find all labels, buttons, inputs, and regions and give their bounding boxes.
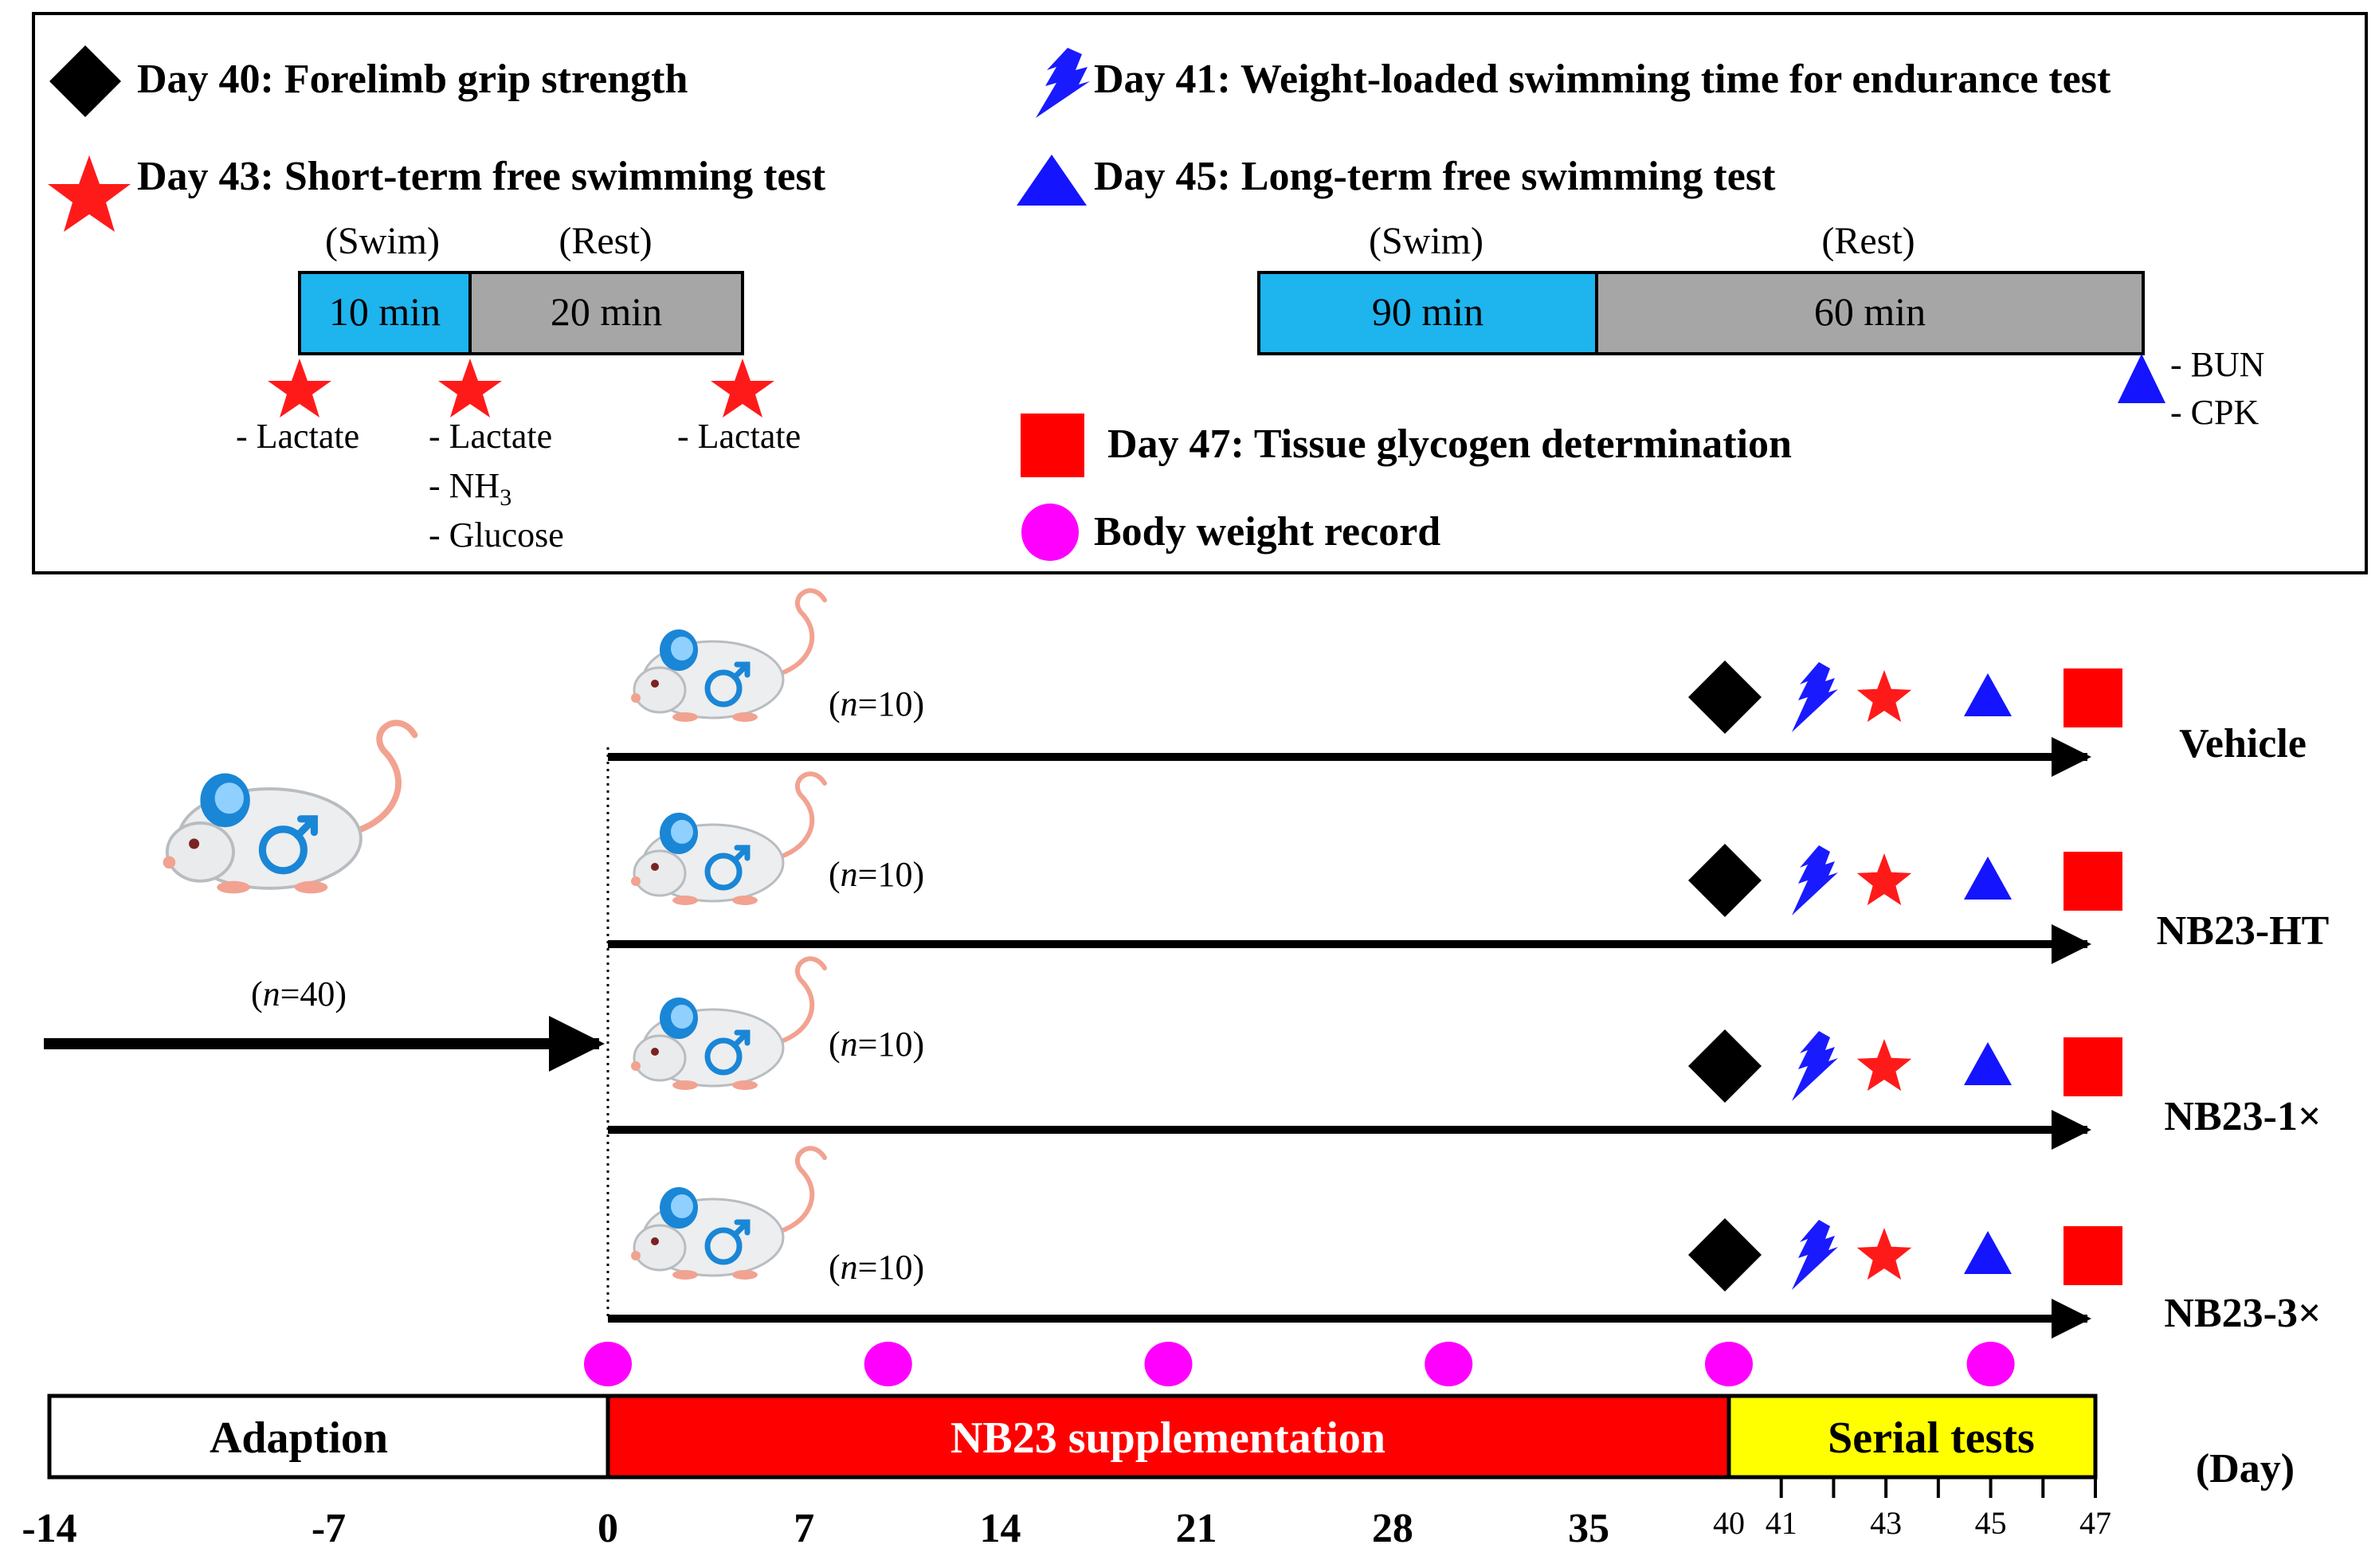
- lightning-icon: [1792, 1220, 1838, 1290]
- short-rest-segment: [468, 271, 744, 355]
- day-tick-label: 28: [1372, 1506, 1413, 1551]
- sample-mid-glucose: - Glucose: [429, 515, 564, 555]
- phase-supplementation-label: NB23 supplementation: [950, 1413, 1385, 1463]
- long-swim-header: (Swim): [1369, 220, 1483, 262]
- diamond-icon: [1688, 844, 1762, 917]
- short-rest-header: (Rest): [558, 220, 652, 262]
- legend-body-weight: Body weight record: [1094, 509, 1440, 555]
- square-icon: [2063, 1226, 2122, 1285]
- sample-mid-nh3: - NH3: [429, 466, 511, 511]
- group-label: NB23-HT: [2157, 908, 2330, 954]
- square-icon: [2063, 1037, 2122, 1096]
- mouse-initial-icon: [163, 723, 415, 893]
- sample-cpk: - CPK: [2170, 393, 2259, 432]
- star-icon: [48, 155, 131, 232]
- short-rest-label: 20 min: [551, 289, 662, 334]
- legend-day45: Day 45: Long-term free swimming test: [1094, 154, 1776, 199]
- day-tick-label: 0: [598, 1506, 618, 1551]
- day-tick-label: 41: [1766, 1505, 1797, 1541]
- phase-adaption-label: Adaption: [210, 1413, 388, 1463]
- triangle-icon: [1964, 1042, 2012, 1085]
- long-rest-header: (Rest): [1821, 220, 1915, 262]
- long-rest-label: 60 min: [1814, 289, 1926, 334]
- star-icon: [1856, 670, 1912, 723]
- day-unit-label: (Day): [2196, 1446, 2295, 1492]
- triangle-icon: [1964, 1231, 2012, 1274]
- legend-day47: Day 47: Tissue glycogen determination: [1107, 421, 1792, 467]
- short-swim-header: (Swim): [325, 220, 440, 262]
- lightning-icon: [1792, 1031, 1838, 1101]
- diamond-icon: [49, 45, 121, 117]
- day-tick-label: -14: [22, 1506, 76, 1551]
- day-tick-label: 14: [979, 1506, 1021, 1551]
- body-weight-circle: [1966, 1342, 2015, 1386]
- star-icon: [1856, 1228, 1912, 1280]
- mouse-icon: [631, 590, 825, 722]
- phase-serial-tests-label: Serial tests: [1828, 1413, 2035, 1463]
- triangle-icon: [1964, 857, 2012, 900]
- mouse-icon: [631, 774, 825, 905]
- initial-n: (n=40): [251, 974, 347, 1013]
- lightning-icon: [1792, 662, 1838, 732]
- star-icon: [438, 359, 502, 417]
- day-tick-label: 35: [1568, 1506, 1609, 1551]
- mouse-icon: [631, 1148, 825, 1280]
- group-n: (n=10): [829, 1248, 924, 1287]
- sample-mid-lactate: - Lactate: [429, 417, 552, 456]
- diamond-icon: [1688, 1029, 1762, 1103]
- group-label: NB23-1×: [2164, 1094, 2321, 1139]
- diamond-icon: [1688, 661, 1762, 734]
- sample-start-lactate: - Lactate: [236, 417, 359, 456]
- square-icon: [1021, 414, 1084, 477]
- star-icon: [1856, 1039, 1912, 1092]
- day-tick-label: 40: [1713, 1505, 1745, 1541]
- day-tick-label: 47: [2079, 1505, 2111, 1541]
- sample-end-lactate: - Lactate: [677, 417, 801, 456]
- day-tick-label: 43: [1870, 1505, 1902, 1541]
- lightning-icon: [1036, 48, 1090, 118]
- group-row: (n=10) NB23-3×: [608, 1148, 2322, 1339]
- group-label: NB23-3×: [2164, 1291, 2321, 1336]
- short-swim-label: 10 min: [329, 289, 441, 334]
- lightning-icon: [1792, 845, 1838, 915]
- body-weight-circle: [584, 1342, 632, 1386]
- mouse-icon: [631, 958, 825, 1090]
- group-row: (n=10) NB23-1×: [608, 958, 2322, 1150]
- day-tick-label: -7: [312, 1506, 346, 1551]
- sample-bun: - BUN: [2170, 345, 2265, 384]
- day-tick-label: 7: [794, 1506, 814, 1551]
- group-n: (n=10): [829, 684, 924, 723]
- triangle-icon: [2118, 354, 2165, 403]
- legend-day41: Day 41: Weight-loaded swimming time for …: [1094, 57, 2111, 102]
- group-n: (n=10): [829, 855, 924, 894]
- body-weight-circle: [1705, 1342, 1753, 1386]
- star-icon: [711, 359, 774, 417]
- circle-icon: [1021, 504, 1079, 561]
- triangle-icon: [1964, 673, 2012, 716]
- group-label: Vehicle: [2179, 721, 2306, 766]
- body-weight-circle: [864, 1342, 912, 1386]
- square-icon: [2063, 852, 2122, 911]
- group-row: (n=10) Vehicle: [608, 590, 2306, 777]
- day-tick-label: 21: [1176, 1506, 1217, 1551]
- long-swim-label: 90 min: [1372, 289, 1483, 334]
- long-rest-segment: [1595, 271, 2145, 355]
- legend-day43: Day 43: Short-term free swimming test: [137, 154, 826, 199]
- short-swim-segment: [298, 271, 472, 355]
- legend-day40: Day 40: Forelimb grip strength: [137, 57, 688, 102]
- star-icon: [1856, 853, 1912, 906]
- triangle-icon: [1017, 155, 1087, 206]
- square-icon: [2063, 668, 2122, 727]
- body-weight-circle: [1425, 1342, 1473, 1386]
- group-n: (n=10): [829, 1025, 924, 1064]
- diamond-icon: [1688, 1218, 1762, 1292]
- body-weight-circle: [1144, 1342, 1193, 1386]
- day-tick-label: 45: [1975, 1505, 2007, 1541]
- star-icon: [268, 359, 331, 417]
- group-row: (n=10) NB23-HT: [608, 774, 2330, 964]
